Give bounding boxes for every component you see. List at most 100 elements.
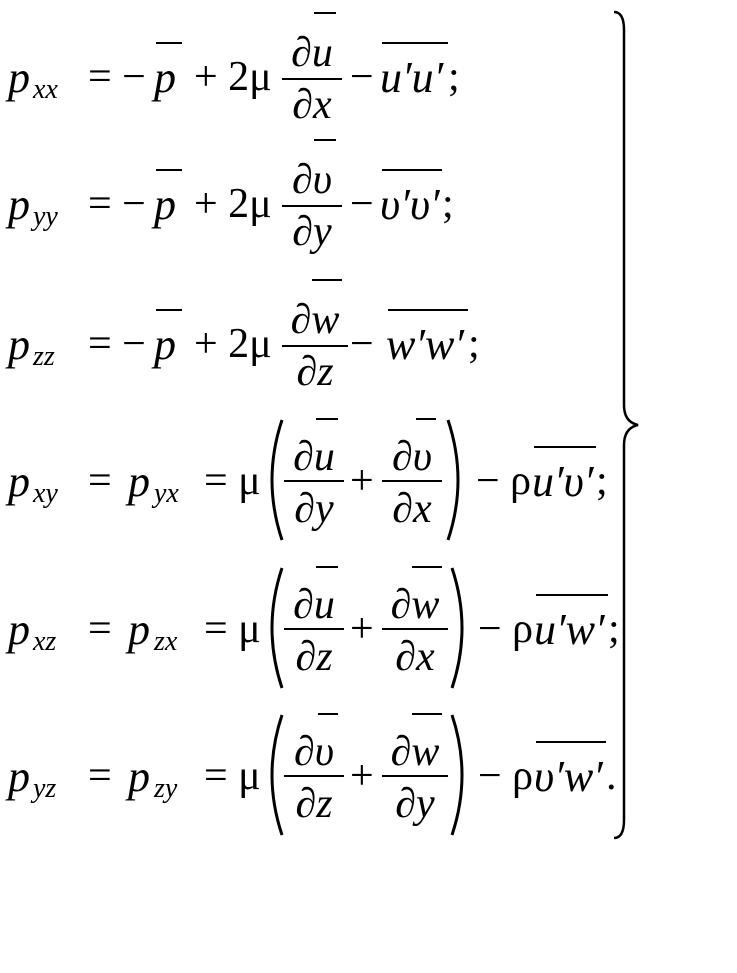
right-parenthesis: [448, 566, 474, 690]
lhs-subscript: xy: [33, 478, 58, 509]
plus: +: [350, 606, 374, 652]
plus: +: [350, 753, 374, 799]
plus-two-mu: + 2μ: [194, 321, 272, 367]
terminator: ;: [596, 458, 608, 504]
overline: [156, 42, 182, 44]
fraction: ∂υ ∂y: [282, 139, 342, 255]
denominator: ∂x: [395, 634, 435, 680]
lhs-symbol: p: [8, 53, 30, 102]
denominator: ∂z: [295, 781, 333, 827]
fraction-bar: [382, 480, 442, 482]
overline: [382, 42, 448, 44]
overline: [316, 418, 338, 420]
equals-minus: = −: [88, 181, 146, 227]
fraction-bar: [282, 78, 342, 80]
mean-pressure: p: [154, 180, 176, 229]
minus-rho: − ρ: [476, 458, 532, 504]
fraction: ∂w ∂z: [282, 279, 348, 395]
terminator: ;: [442, 181, 454, 227]
minus-rho: − ρ: [478, 606, 534, 652]
fraction-bar: [282, 205, 342, 207]
mid-subscript: zx: [154, 626, 178, 657]
equals-minus: = −: [88, 54, 146, 100]
right-parenthesis: [444, 418, 470, 542]
numerator: ∂w: [290, 297, 340, 343]
lhs-symbol: p: [8, 605, 30, 654]
overline: [156, 309, 182, 311]
lhs-subscript: yz: [33, 773, 57, 804]
overline: [314, 139, 336, 141]
left-parenthesis: [260, 418, 286, 542]
lhs-symbol: p: [8, 752, 30, 801]
overline: [412, 713, 442, 715]
overline: [536, 594, 608, 596]
equals-mu: = μ: [204, 606, 261, 652]
fraction: ∂υ ∂x: [382, 418, 442, 538]
reynolds-stress: u′u′: [380, 53, 444, 102]
fraction: ∂υ ∂z: [284, 713, 344, 833]
reynolds-stress: u′υ′: [532, 457, 594, 506]
numerator: ∂u: [293, 434, 335, 480]
minus: −: [350, 181, 374, 227]
numerator: ∂u: [293, 582, 335, 628]
overline: [314, 12, 336, 14]
numerator: ∂υ: [293, 729, 335, 775]
terminator: ;: [468, 321, 480, 367]
plus-two-mu: + 2μ: [194, 181, 272, 227]
lhs-symbol: p: [8, 320, 30, 369]
fraction: ∂u ∂y: [284, 418, 344, 538]
minus: −: [350, 321, 374, 367]
equals-minus: = −: [88, 321, 146, 367]
lhs-symbol: p: [8, 180, 30, 229]
lhs-subscript: yy: [33, 201, 58, 232]
right-curly-brace: [612, 10, 642, 845]
numerator: ∂u: [291, 30, 333, 76]
fraction-bar: [382, 628, 448, 630]
left-parenthesis: [260, 713, 286, 837]
equals: =: [88, 753, 112, 799]
overline: [312, 279, 342, 281]
mean-pressure: p: [154, 53, 176, 102]
equals-mu: = μ: [204, 753, 261, 799]
reynolds-stress: υ′υ′: [380, 180, 440, 229]
minus: −: [350, 54, 374, 100]
lhs-subscript: zz: [33, 341, 55, 372]
fraction: ∂w ∂y: [382, 713, 448, 833]
numerator: ∂υ: [391, 434, 433, 480]
lhs-subscript: xz: [33, 626, 57, 657]
numerator: ∂w: [390, 729, 440, 775]
equals: =: [88, 606, 112, 652]
equals-mu: = μ: [204, 458, 261, 504]
reynolds-stress: υ′w′: [534, 752, 603, 801]
mid-symbol: p: [128, 605, 150, 654]
numerator: ∂υ: [291, 157, 333, 203]
fraction: ∂u ∂z: [284, 566, 344, 686]
lhs-subscript: xx: [33, 74, 58, 105]
left-parenthesis: [260, 566, 286, 690]
terminator: ;: [608, 606, 620, 652]
fraction-bar: [284, 628, 344, 630]
mean-pressure: p: [154, 320, 176, 369]
overline: [412, 566, 442, 568]
fraction: ∂u ∂x: [282, 12, 342, 128]
fraction-bar: [284, 480, 344, 482]
denominator: ∂y: [294, 486, 334, 532]
lhs-symbol: p: [8, 457, 30, 506]
plus-two-mu: + 2μ: [194, 54, 272, 100]
denominator: ∂z: [296, 349, 334, 395]
mid-symbol: p: [128, 457, 150, 506]
plus: +: [350, 458, 374, 504]
overline: [536, 741, 606, 743]
overline: [416, 418, 436, 420]
denominator: ∂z: [295, 634, 333, 680]
denominator: ∂y: [395, 781, 435, 827]
right-parenthesis: [448, 713, 474, 837]
denominator: ∂y: [292, 209, 332, 255]
mid-subscript: zy: [154, 773, 178, 804]
equals: =: [88, 458, 112, 504]
fraction: ∂w ∂x: [382, 566, 448, 686]
terminator: ;: [448, 54, 460, 100]
overline: [382, 169, 442, 171]
denominator: ∂x: [392, 486, 432, 532]
mid-symbol: p: [128, 752, 150, 801]
